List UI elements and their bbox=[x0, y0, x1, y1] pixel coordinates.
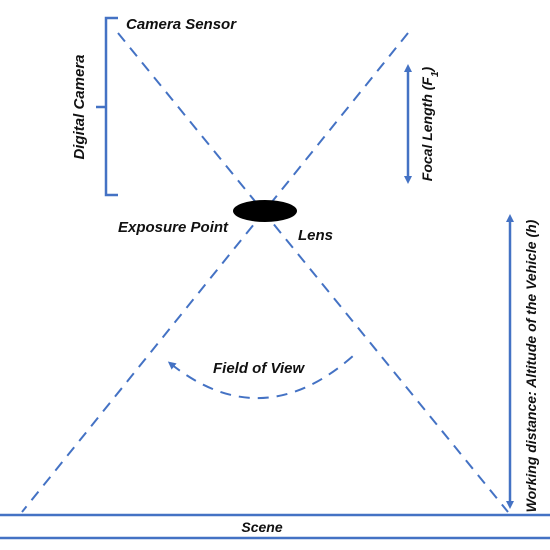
ray-right-sensor-to-left-scene bbox=[21, 32, 409, 513]
lens-ellipse bbox=[233, 200, 297, 222]
focal-length-label: Focal Length (F1) bbox=[419, 66, 441, 181]
scene-label: Scene bbox=[241, 519, 282, 535]
lens-label: Lens bbox=[298, 227, 333, 244]
field-of-view-arc bbox=[167, 355, 354, 400]
exposure-point-label: Exposure Point bbox=[118, 219, 229, 236]
field-of-view-label: Field of View bbox=[213, 360, 305, 377]
working-distance-label: Working distance: Altitude of the Vehicl… bbox=[523, 219, 539, 512]
digital-camera-bracket bbox=[104, 16, 118, 197]
focal-length-subscript: 1 bbox=[430, 71, 441, 77]
focal-length-text: Focal Length (F bbox=[419, 77, 435, 182]
ray-left-sensor-to-right-scene bbox=[117, 32, 509, 513]
focal-length-close: ) bbox=[419, 66, 435, 73]
camera-sensor-label: Camera Sensor bbox=[126, 16, 237, 33]
digital-camera-label: Digital Camera bbox=[71, 54, 88, 159]
